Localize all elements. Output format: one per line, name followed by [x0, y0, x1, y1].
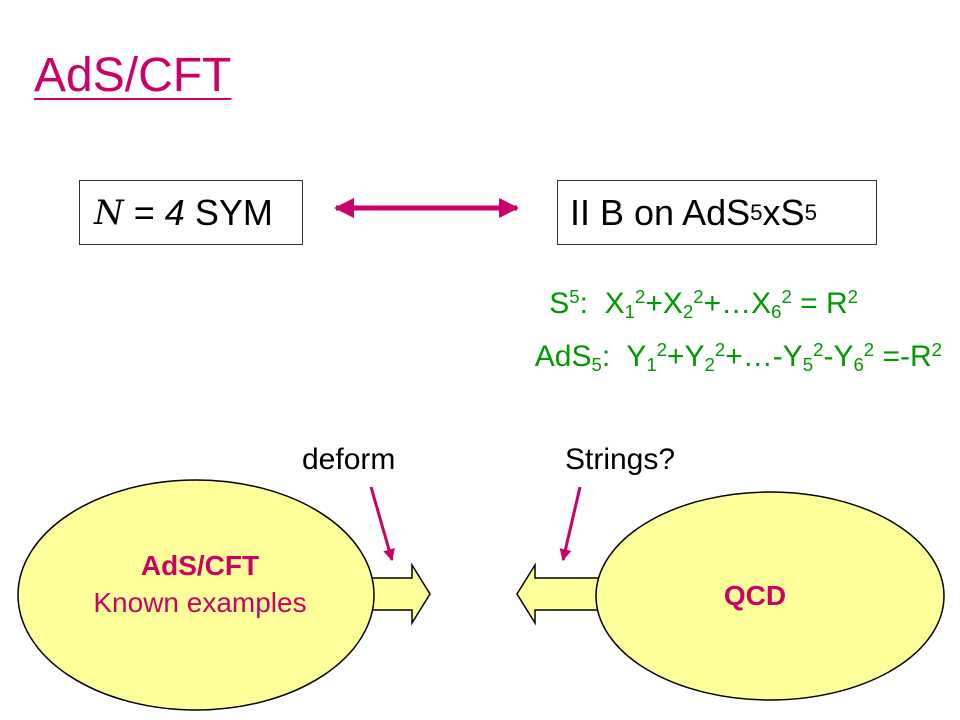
right-ellipse-title: QCD [723, 580, 787, 611]
eq-s5-label: S [549, 287, 570, 320]
eq-ads5-term4-sub: 6 [853, 354, 864, 376]
left-block-arrow [516, 562, 606, 626]
eq-ads5-term1-sub: 1 [646, 354, 657, 376]
eq-ads5-term2: +Y [667, 340, 705, 373]
s5-equation: S5: X12+X22+…X62 = R2 [549, 285, 858, 323]
strings-label: Strings? [565, 443, 676, 476]
eq-s5-term2: +X [645, 287, 683, 320]
sym-text: SYM [184, 191, 273, 233]
eq-ads5-rhs-sup: 2 [931, 338, 942, 360]
eq-s5-term2-sup: 2 [693, 285, 704, 307]
eq-s5-term3-sub: 6 [771, 301, 782, 323]
deform-label: deform [302, 443, 396, 476]
eq-ads5-term3-sup: 2 [813, 338, 824, 360]
ads5-equation: AdS5: Y12+Y22+…-Y52-Y62 =-R2 [534, 338, 942, 376]
eq-s5-term3: +…X [703, 287, 772, 320]
eq-s5-label-sup: 5 [569, 285, 580, 307]
eq-ads5-term4-sup: 2 [863, 338, 875, 360]
eq-s5-term3-sup: 2 [781, 285, 792, 307]
right-ellipse [595, 491, 945, 701]
eq-s5-term1: X [604, 287, 625, 320]
script-n-symbol: N [94, 192, 124, 233]
equals-text: = [123, 191, 165, 233]
eq-ads5-term4: -Y [823, 340, 854, 373]
eq-ads5-term2-sup: 2 [714, 338, 726, 360]
strings-pointer-arrow [559, 486, 582, 562]
iib-prefix-text: II B on AdS [570, 191, 751, 233]
eq-s5-term2-sub: 2 [682, 301, 694, 323]
left-ellipse-subtitle: Known examples [93, 587, 307, 618]
eq-s5-rhs: = R [791, 287, 848, 320]
eq-s5-term1-sup: 2 [635, 285, 646, 307]
eq-ads5-colon: : [601, 340, 627, 373]
four-text: 4 [164, 191, 185, 233]
deform-pointer-arrow [369, 486, 395, 562]
eq-ads5-label: AdS [534, 340, 592, 373]
eq-s5-colon: : [579, 287, 605, 320]
page-title: AdS/CFT [34, 49, 232, 102]
left-ellipse-title: AdS/CFT [140, 550, 260, 581]
eq-ads5-term3: +…-Y [725, 340, 803, 373]
eq-ads5-term3-sub: 5 [802, 354, 814, 376]
eq-s5-term1-sub: 1 [624, 301, 636, 323]
eq-s5-rhs-sup: 2 [847, 285, 858, 307]
left-ellipse [17, 479, 375, 711]
eq-ads5-term1-sup: 2 [656, 338, 668, 360]
eq-ads5-label-sub: 5 [591, 354, 602, 376]
eq-ads5-term1: Y [626, 340, 647, 373]
n4-sym-box: N = 4 SYM [79, 180, 303, 245]
xs-text: xS [762, 191, 805, 233]
eq-ads5-rhs: =-R [874, 340, 932, 373]
eq-ads5-term2-sub: 2 [704, 354, 715, 376]
